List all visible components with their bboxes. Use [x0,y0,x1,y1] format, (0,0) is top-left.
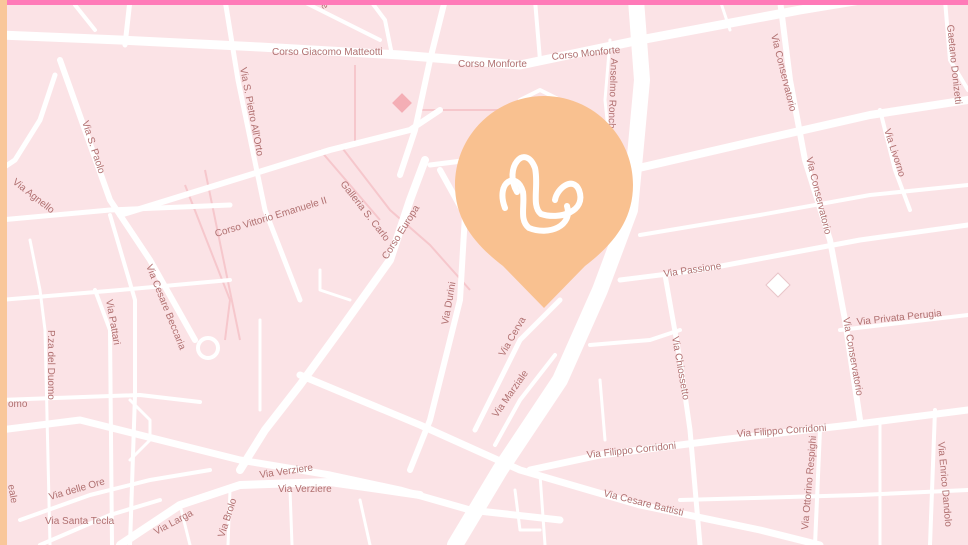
street-label: Via Santa Tecla [45,516,115,527]
street-label: Corso Vittorio Emanuele II [214,195,329,240]
street-label: Galleria S. Carlo [338,179,392,244]
building-block [392,93,412,113]
street-label: Gaetano Donizetti [944,24,963,105]
double-heart-icon [499,154,584,234]
street-label: P.za del Duomo [45,330,56,400]
street-label: Corso Giacomo Matteotti [272,47,383,58]
street-label: Via Brolo [216,497,239,539]
park-shape [765,272,791,298]
location-marker[interactable] [455,96,633,308]
street-label: Via Filippo Corridoni [586,441,677,461]
street-label: Via Cesare Beccaria [143,263,187,352]
street-label: Via Chiossetto [669,336,691,402]
street-label: Via Agnello [10,177,56,217]
street-label: Anselmo Ronchetti [605,58,619,142]
street-label: Via Conservatorio [803,156,833,236]
street-label: Via Verziere [278,484,332,495]
street-label: Via Passione [663,261,723,280]
street-label: Via Cesare Battisti [602,488,684,519]
top-accent-bar [0,0,968,5]
street-label: Via Enrico Dandolo [935,441,953,527]
footpaths [184,65,510,341]
street-label: ne [315,0,330,12]
street-label: omo [8,399,28,410]
left-accent-bar [0,0,7,545]
street-label: eale [5,484,19,505]
street-label: Via S. Paolo [79,120,107,176]
street-label: Corso Monforte [458,59,527,70]
